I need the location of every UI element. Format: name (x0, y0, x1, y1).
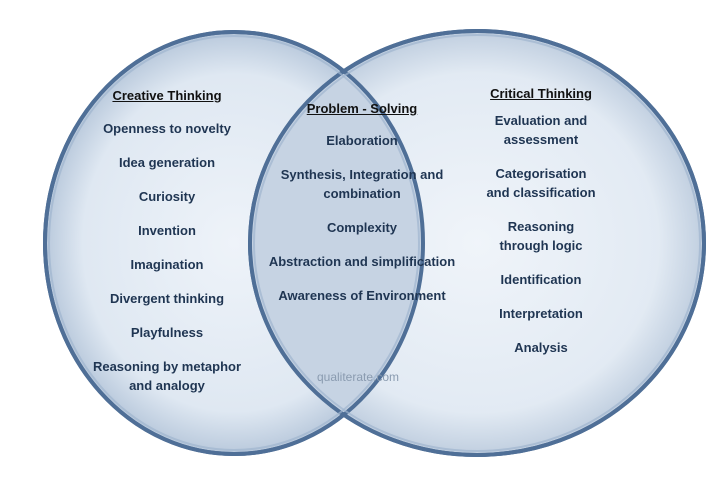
left-item: Imagination (130, 257, 204, 272)
right-circle-highlight (253, 34, 701, 452)
problem-solving-heading: Problem - Solving (306, 101, 418, 116)
creative-thinking-column: Creative Thinking Openness to novelty Id… (78, 86, 256, 410)
middle-item: Synthesis, Integration and combination (280, 167, 444, 201)
right-item: Interpretation (499, 306, 583, 321)
left-item: Curiosity (138, 189, 196, 204)
right-item: Reasoning through logic (499, 219, 583, 253)
problem-solving-column: Problem - Solving Elaboration Synthesis,… (256, 99, 468, 320)
left-item: Invention (138, 223, 196, 238)
right-circle-outline (248, 29, 706, 457)
middle-item: Abstraction and simplification (268, 254, 456, 269)
left-circle-outline (43, 30, 425, 456)
left-item: Reasoning by metaphor and analogy (92, 359, 242, 393)
right-item: Evaluation and assessment (494, 113, 588, 147)
left-item: Idea generation (118, 155, 216, 170)
critical-thinking-heading: Critical Thinking (490, 86, 592, 101)
critical-thinking-column: Critical Thinking Evaluation and assessm… (470, 84, 612, 372)
left-item: Divergent thinking (109, 291, 225, 306)
overlap-region (250, 32, 423, 454)
right-item: Categorisation and classification (486, 166, 596, 200)
left-item: Playfulness (130, 325, 204, 340)
creative-thinking-heading: Creative Thinking (112, 88, 222, 103)
watermark-text: qualiterate.com (316, 370, 400, 384)
middle-item: Awareness of Environment (278, 288, 446, 303)
right-item: Identification (500, 272, 582, 287)
right-item: Analysis (514, 340, 568, 355)
middle-item: Elaboration (326, 133, 398, 148)
middle-item: Complexity (326, 220, 398, 235)
left-item: Openness to novelty (103, 121, 231, 136)
left-circle-highlight (48, 35, 420, 451)
